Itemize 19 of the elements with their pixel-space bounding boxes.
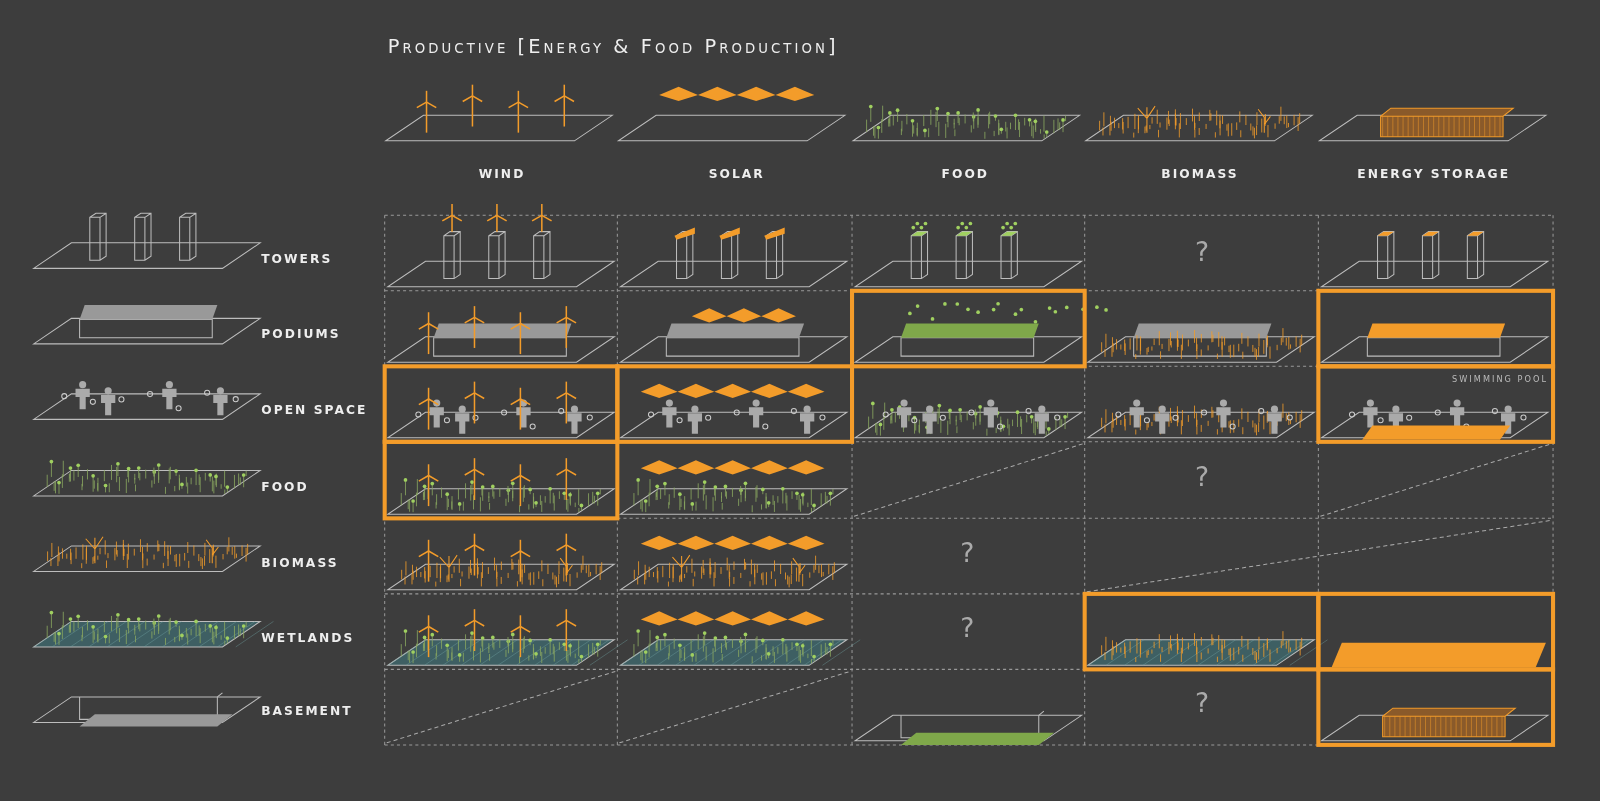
column-header: WIND	[478, 166, 526, 181]
column-header: BIOMASS	[1161, 166, 1239, 181]
question-mark: ?	[1195, 236, 1210, 268]
question-mark: ?	[960, 612, 975, 643]
row-header: FOOD	[261, 479, 309, 494]
question-mark: ?	[1195, 687, 1210, 719]
column-header: ENERGY STORAGE	[1357, 166, 1511, 181]
annotation: SWIMMING POOL	[1452, 374, 1549, 384]
row-header: TOWERS	[261, 252, 333, 267]
column-header: FOOD	[941, 166, 990, 181]
question-mark: ?	[1195, 461, 1210, 492]
row-header: WETLANDS	[261, 630, 355, 645]
row-header: PODIUMS	[261, 326, 341, 341]
question-mark: ?	[960, 537, 975, 569]
row-header: BIOMASS	[261, 556, 339, 571]
title: Productive [Energy & Food Production]	[387, 34, 839, 58]
column-header: SOLAR	[708, 166, 765, 181]
row-header: OPEN SPACE	[261, 403, 368, 418]
row-header: BASEMENT	[261, 704, 353, 719]
